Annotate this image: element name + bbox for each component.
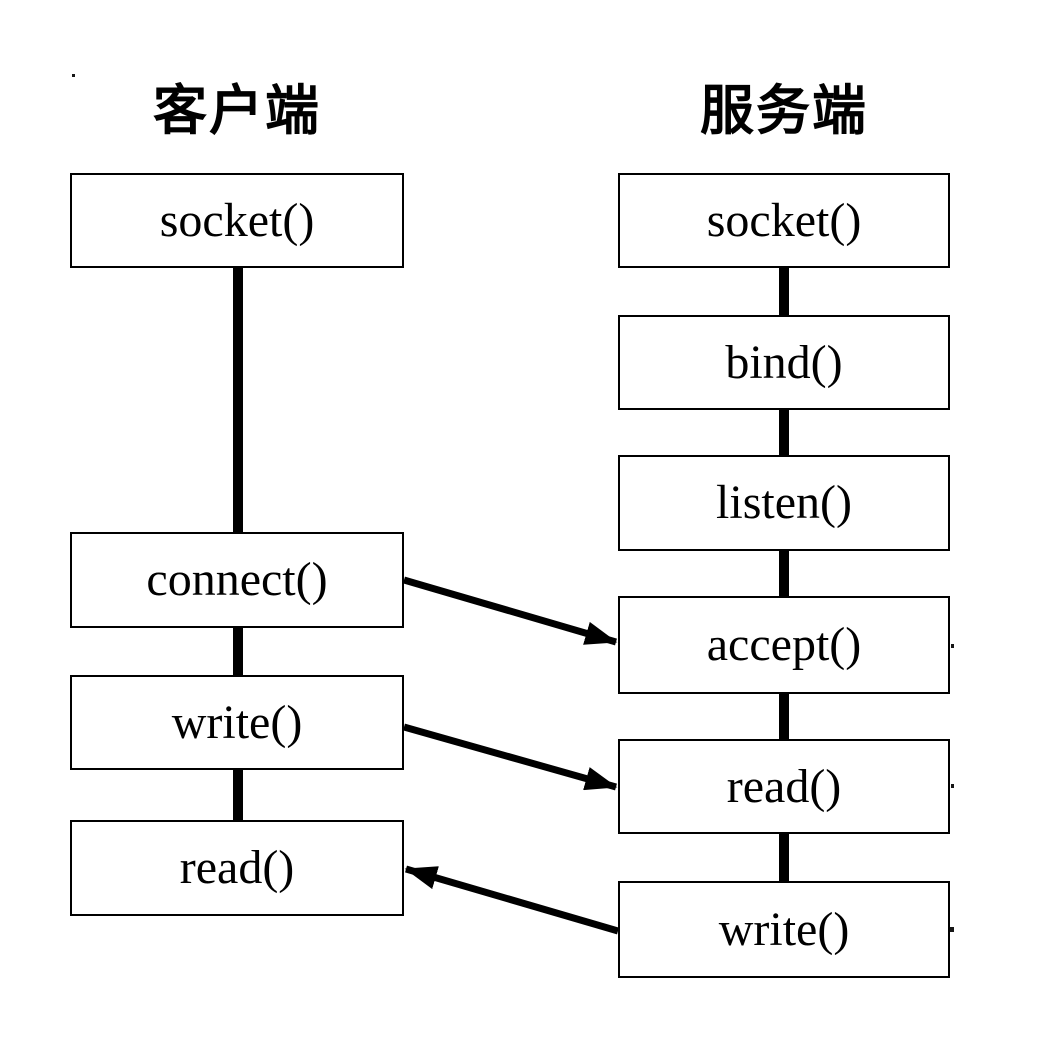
server-write-box: write() <box>618 881 950 978</box>
server-socket-label: socket() <box>706 193 862 247</box>
client-connect-label: connect() <box>146 553 328 606</box>
server-listen-label: listen() <box>716 476 852 529</box>
client-connector-write-read <box>233 768 243 822</box>
server-accept-label: accept() <box>706 618 862 671</box>
server-socket-box: socket() <box>618 173 950 268</box>
server-read-label: read() <box>726 759 842 813</box>
client-read-box: read() <box>70 820 404 916</box>
server-column-title: 服务端 <box>700 81 868 141</box>
client-connector-socket-connect <box>233 266 243 534</box>
server-connector-bind-listen <box>779 408 789 457</box>
client-connect-box: connect() <box>70 532 404 628</box>
ink-speck <box>72 74 75 77</box>
client-socket-box: socket() <box>70 173 404 268</box>
server-bind-box: bind() <box>618 315 950 410</box>
client-socket-label: socket() <box>159 193 315 247</box>
server-read-box: read() <box>618 739 950 834</box>
server-accept-box: accept() <box>618 596 950 694</box>
client-write-box: write() <box>70 675 404 770</box>
server-connector-accept-read <box>779 692 789 741</box>
arrow-serverwrite-to-clientread <box>404 865 619 935</box>
client-write-label: write() <box>171 695 303 749</box>
client-column-title: 客户端 <box>153 81 321 141</box>
ink-speck <box>951 784 954 788</box>
server-bind-label: bind() <box>725 335 843 389</box>
ink-speck <box>950 927 954 932</box>
server-listen-box: listen() <box>618 455 950 551</box>
server-connector-listen-accept <box>779 549 789 598</box>
arrow-clientwrite-to-serverread <box>403 723 618 791</box>
server-connector-read-write <box>779 832 789 883</box>
client-connector-connect-write <box>233 626 243 677</box>
arrow-connect-to-accept <box>403 576 618 646</box>
client-read-label: read() <box>179 841 295 894</box>
server-write-label: write() <box>718 902 850 956</box>
server-connector-socket-bind <box>779 266 789 317</box>
ink-speck <box>951 644 954 648</box>
